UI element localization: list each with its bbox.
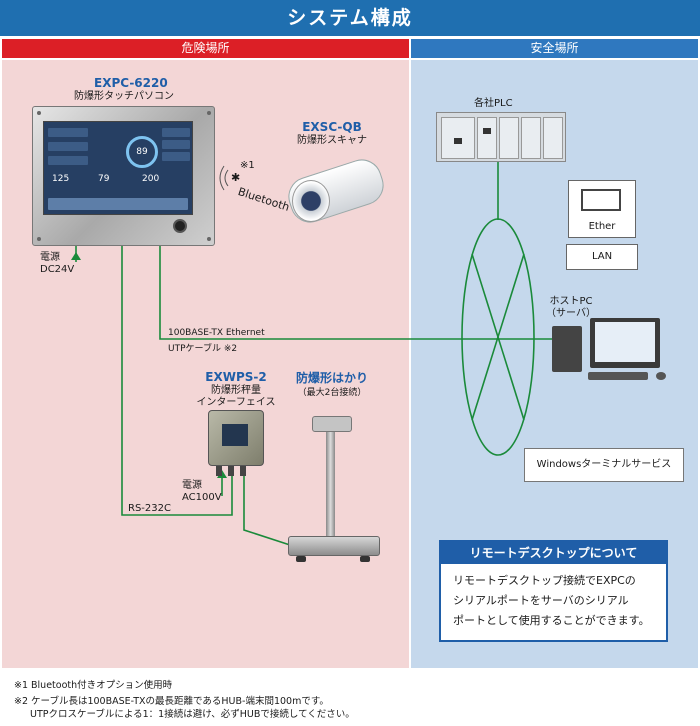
exwps-power-arrow	[217, 470, 227, 478]
screen-value: 125	[52, 174, 70, 184]
ethernet-cable-label: 100BASE-TX Ethernet	[168, 328, 265, 338]
scale-subtitle: （最大2台接続）	[297, 388, 367, 398]
gland-icon	[240, 466, 246, 476]
bluetooth-waves	[219, 165, 229, 191]
footnote-2-continued: UTPクロスケーブルによる1：1接続は避け、必ずHUBで接続してください。	[30, 709, 355, 720]
ethernet-cable-sublabel: UTPケーブル ※2	[168, 344, 238, 354]
expc-power-value: DC24V	[40, 264, 75, 275]
exwps-model: EXWPS-2	[205, 370, 267, 384]
scale-pole	[326, 432, 335, 540]
cable-gland-icon	[173, 219, 187, 233]
ethernet-cable	[159, 246, 560, 340]
rs232c-label: RS-232C	[128, 503, 171, 514]
exwps-description: 防爆形秤量	[211, 385, 261, 396]
page-title: システム構成	[0, 0, 700, 36]
bluetooth-note: ※1	[240, 160, 255, 171]
screen-value: 79	[98, 174, 110, 184]
mouse-icon	[656, 372, 666, 380]
expc-screen: 89 125 79 200	[43, 121, 193, 215]
network-cross-2	[471, 253, 525, 421]
pc-tower-icon	[552, 326, 582, 372]
ether-port-box: Ether	[568, 180, 636, 238]
expc-description: 防爆形タッチパソコン	[74, 91, 174, 102]
scanner-description: 防爆形スキャナ	[297, 135, 367, 146]
footnote-1: ※1 Bluetooth付きオプション使用時	[14, 680, 173, 691]
gland-icon	[228, 466, 234, 476]
safe-area-header: 安全場所	[411, 39, 698, 58]
lan-bubble: LAN	[566, 244, 638, 270]
keyboard-icon	[588, 372, 648, 380]
rs232c-cable	[121, 246, 233, 516]
remote-desktop-title: リモートデスクトップについて	[441, 542, 666, 564]
monitor-screen	[595, 322, 655, 362]
scale-title: 防爆形はかり	[295, 371, 368, 385]
expc-power-label: 電源	[40, 252, 60, 263]
gland-icon	[216, 466, 222, 476]
remote-desktop-text: ポートとして使用することができます。	[453, 614, 650, 627]
scale-foot	[296, 556, 306, 562]
ether-label: Ether	[588, 221, 616, 232]
exwps-power-label: 電源	[182, 480, 202, 491]
expc-model: EXPC-6220	[94, 76, 168, 90]
remote-desktop-box: リモートデスクトップについて リモートデスクトップ接続でEXPCの シリアルポー…	[439, 540, 668, 642]
footnote-2: ※2 ケーブル長は100BASE-TXの最長距離であるHUB-端末間100mです…	[14, 696, 329, 707]
plc-label: 各社PLC	[474, 98, 513, 109]
host-pc-label: ホストPC	[549, 296, 593, 307]
screen-value: 200	[142, 174, 160, 184]
exwps-power-value: AC100V	[182, 492, 222, 503]
plc-unit	[436, 112, 566, 162]
gauge-icon: 89	[126, 136, 158, 168]
scanner-lens-icon	[292, 180, 330, 222]
exwps-description-2: インターフェイス	[196, 397, 276, 408]
host-pc-sublabel: （サーバ）	[546, 308, 596, 319]
scale-indicator	[312, 416, 352, 432]
scale-platform	[288, 536, 380, 556]
remote-desktop-text: シリアルポートをサーバのシリアル	[453, 594, 629, 607]
scale-cable	[243, 476, 291, 546]
ethernet-port-icon	[581, 189, 621, 211]
bluetooth-icon: ✱	[231, 171, 241, 184]
windows-terminal-service: Windowsターミナルサービス	[524, 448, 684, 482]
expc-power-arrow	[71, 252, 81, 260]
scale-foot	[360, 556, 370, 562]
scanner-model: EXSC-QB	[302, 120, 362, 134]
exwps-display	[222, 424, 248, 446]
remote-desktop-text: リモートデスクトップ接続でEXPCの	[453, 574, 636, 587]
hazardous-area-header: 危険場所	[2, 39, 409, 58]
expc-touch-panel: 89 125 79 200	[32, 106, 215, 246]
